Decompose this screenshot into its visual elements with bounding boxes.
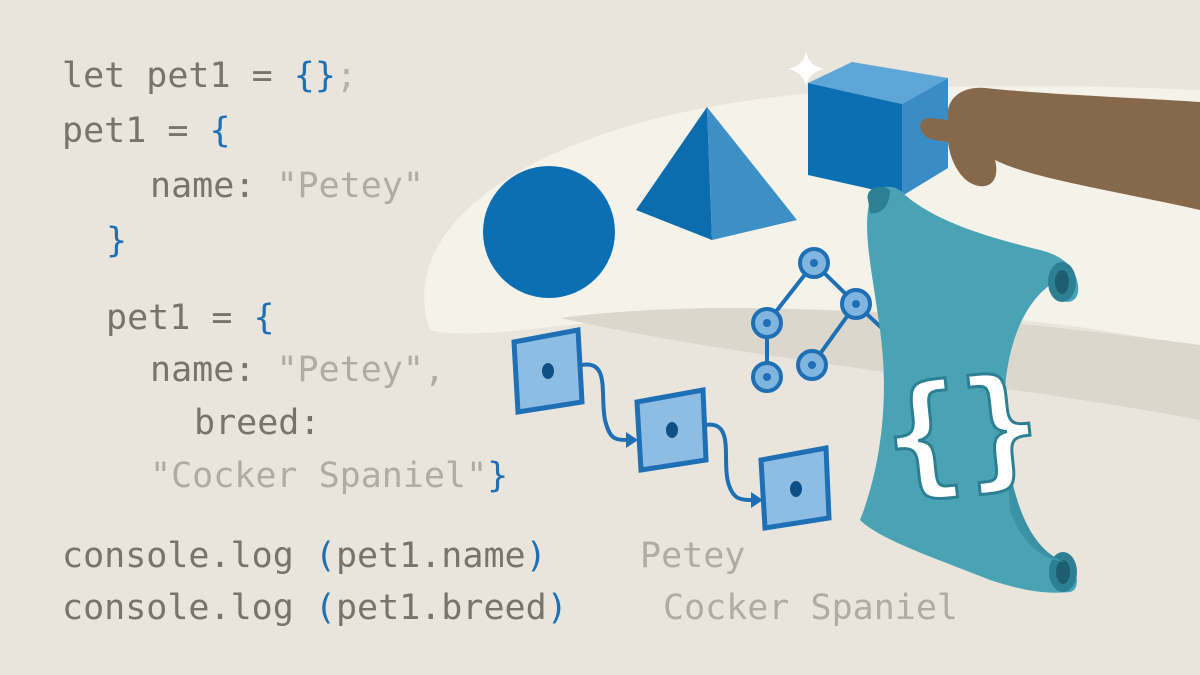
paren-close: ): [525, 536, 547, 576]
code-brace: {: [253, 298, 275, 338]
code-key: name:: [150, 350, 277, 390]
code-semicolon: ;: [335, 56, 358, 96]
scroll-braces: {}: [876, 346, 1048, 514]
sphere-icon: [483, 166, 615, 298]
console-output-name: Petey: [640, 536, 746, 576]
code-brace: {: [209, 111, 231, 151]
code-string: "Cocker Spaniel": [150, 456, 488, 496]
orbit-shadow: [560, 308, 1200, 420]
console-arg: pet1.breed: [335, 588, 547, 628]
cube-icon: [808, 62, 948, 196]
code-brace: }: [106, 221, 128, 261]
code-brace: }: [487, 456, 509, 496]
code-line-name: name: "Petey": [150, 166, 424, 206]
console-fn: console.log: [62, 588, 315, 628]
code-line-breed: breed:: [194, 403, 320, 443]
code-line-name-2: name: "Petey",: [150, 350, 445, 390]
linked-list-icon: [511, 327, 832, 531]
code-line-assign: pet1 = {: [62, 111, 231, 151]
code-key: breed:: [194, 403, 321, 443]
console-line-name: console.log (pet1.name): [62, 536, 547, 576]
paren-open: (: [314, 536, 336, 576]
pyramid-icon: [636, 107, 797, 240]
code-line-breed-value: "Cocker Spaniel"}: [150, 456, 508, 496]
paren-close: ): [546, 588, 568, 628]
code-string: "Petey": [276, 166, 424, 206]
code-braces: {}: [293, 56, 336, 96]
console-fn: console.log: [62, 536, 315, 576]
paren-open: (: [314, 588, 336, 628]
scroll-icon: [860, 186, 1079, 593]
code-line-close: }: [106, 221, 127, 261]
code-line-assign-2: pet1 = {: [106, 298, 275, 338]
console-line-breed: console.log (pet1.breed): [62, 588, 568, 628]
code-keyword: let pet1 =: [62, 56, 294, 96]
sparkle-icon: [788, 52, 824, 86]
code-text: pet1 =: [106, 298, 254, 338]
code-key: name:: [150, 166, 277, 206]
console-output-breed: Cocker Spaniel: [663, 588, 959, 628]
hand-icon: [920, 87, 1200, 210]
code-text: pet1 =: [62, 111, 210, 151]
code-line-let: let pet1 = {};: [62, 56, 357, 96]
code-string: "Petey",: [276, 350, 446, 390]
console-arg: pet1.name: [335, 536, 526, 576]
